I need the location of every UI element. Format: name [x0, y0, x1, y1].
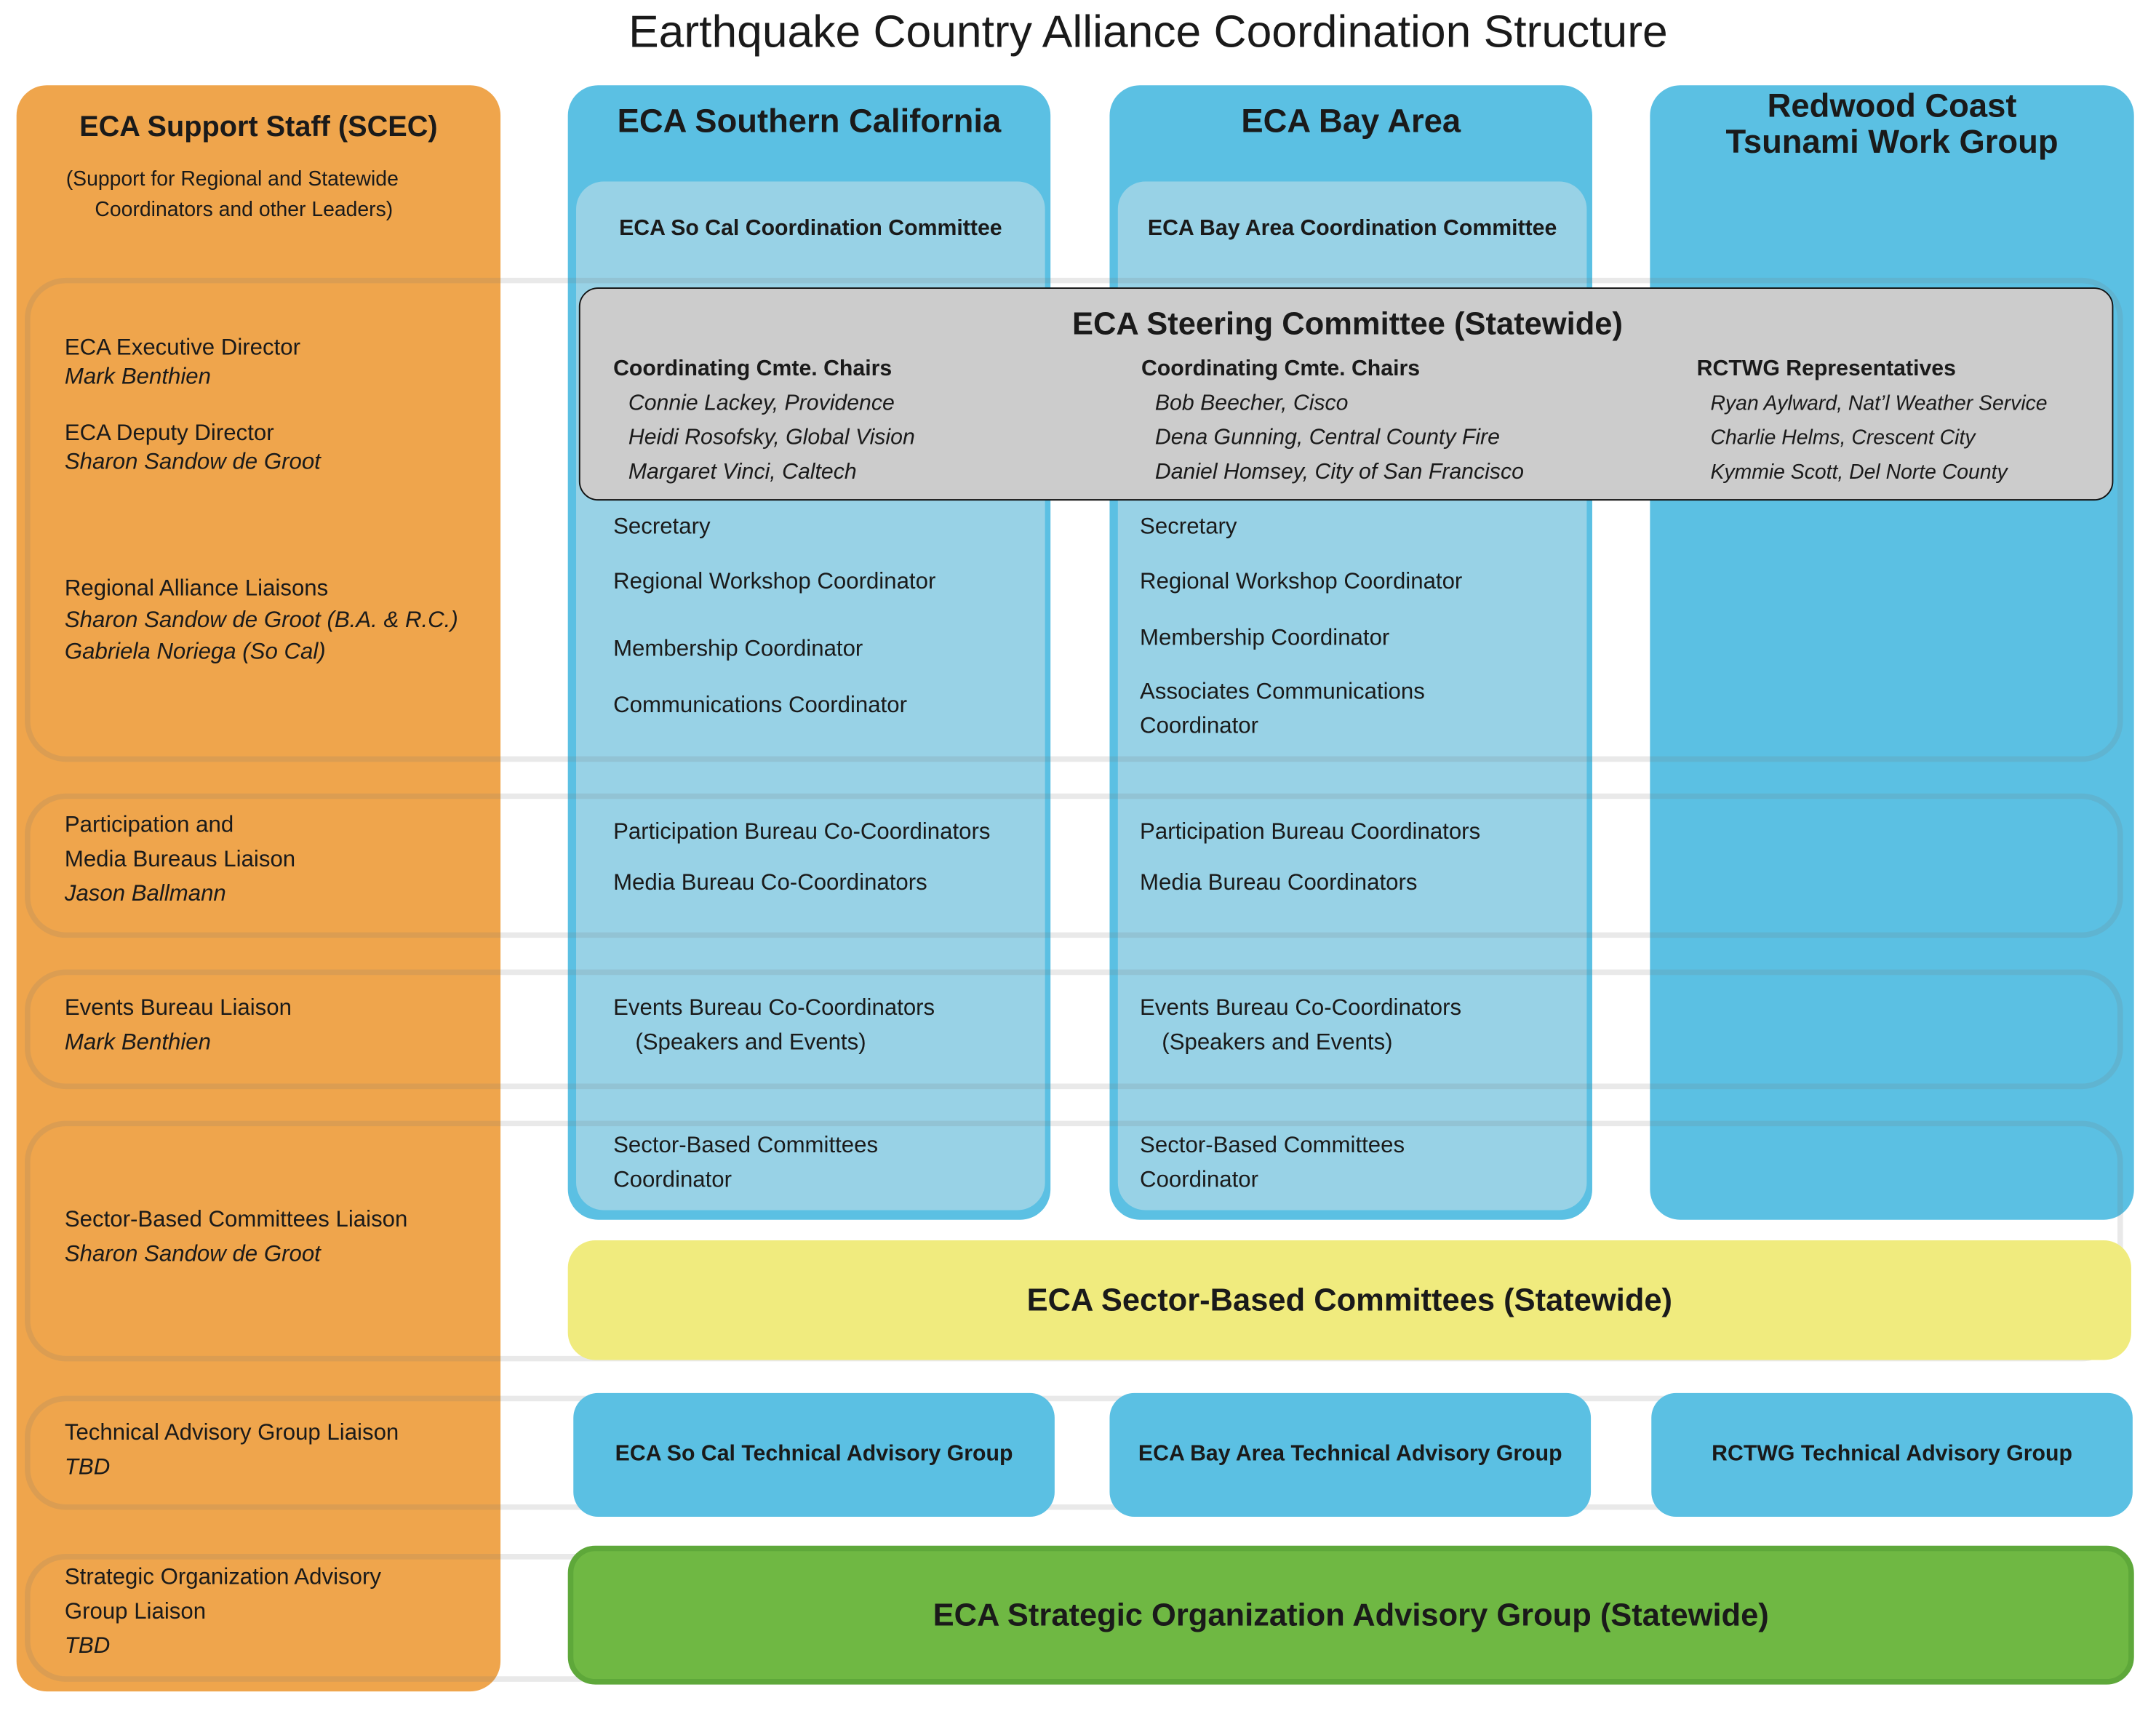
bay-role: Associates Communications [1140, 679, 1425, 704]
socal-role: Coordinator [613, 1167, 732, 1192]
socal-committee-heading: ECA So Cal Coordination Committee [619, 217, 1002, 241]
role-person: Mark Benthien [64, 1029, 211, 1055]
steering-member: Daniel Homsey, City of San Francisco [1154, 460, 1524, 484]
socal-heading: ECA Southern California [617, 103, 1002, 140]
role-person: Sharon Sandow de Groot (B.A. & R.C.) [64, 607, 458, 633]
steering-group-label: RCTWG Representatives [1696, 357, 1956, 381]
row-band-events [25, 969, 2123, 1090]
role-title: Regional Alliance Liaisons [64, 576, 329, 602]
socal-role: (Speakers and Events) [635, 1029, 866, 1055]
role-title: ECA Deputy Director [64, 420, 274, 446]
role-title: Media Bureaus Liaison [64, 847, 296, 872]
steering-group-label: Coordinating Cmte. Chairs [1141, 357, 1421, 381]
steering-heading: ECA Steering Committee (Statewide) [1072, 305, 1623, 341]
steering-group-label: Coordinating Cmte. Chairs [613, 357, 893, 381]
steering-member: Bob Beecher, Cisco [1154, 391, 1349, 415]
steering-member: Kymmie Scott, Del Norte County [1710, 460, 2008, 484]
bay-technical-advisory-group: ECA Bay Area Technical Advisory Group [1109, 1392, 1592, 1517]
steering-member: Dena Gunning, Central County Fire [1154, 426, 1500, 450]
rctwg-technical-advisory-group: RCTWG Technical Advisory Group [1651, 1392, 2133, 1517]
role-title: ECA Executive Director [64, 335, 301, 361]
role-title: Strategic Organization Advisory [64, 1565, 381, 1590]
role-title: Group Liaison [64, 1599, 207, 1624]
role-title: Sector-Based Committees Liaison [64, 1207, 408, 1232]
bay-role: Coordinator [1140, 714, 1259, 739]
support-staff-column [16, 85, 501, 1692]
row-band-bureaus [25, 793, 2123, 938]
rctwg-heading: Tsunami Work Group [1725, 124, 2059, 161]
bay-role: Regional Workshop Coordinator [1140, 569, 1463, 594]
bay-role: Secretary [1140, 514, 1237, 539]
support-staff-subtitle: Coordinators and other Leaders) [95, 198, 394, 222]
sector-committees-box: ECA Sector-Based Committees (Statewide) [567, 1240, 2131, 1360]
bay-role: Events Bureau Co-Coordinators [1140, 995, 1462, 1021]
role-title: Participation and [64, 813, 234, 838]
socal-role: Sector-Based Committees [613, 1133, 879, 1158]
role-title: Events Bureau Liaison [64, 995, 292, 1021]
socal-role: Media Bureau Co-Coordinators [613, 870, 927, 896]
bay-role: Participation Bureau Coordinators [1140, 819, 1481, 845]
role-person: Sharon Sandow de Groot [64, 1241, 321, 1267]
bay-role: Coordinator [1140, 1167, 1259, 1192]
rctwg-heading: Redwood Coast [1767, 87, 2017, 126]
role-person: Sharon Sandow de Groot [64, 450, 321, 475]
socal-role: Regional Workshop Coordinator [613, 569, 936, 594]
steering-member: Charlie Helms, Crescent City [1710, 426, 1976, 450]
bay-role: Membership Coordinator [1140, 626, 1390, 651]
steering-member: Ryan Aylward, Nat’l Weather Service [1710, 391, 2048, 415]
socal-role: Membership Coordinator [613, 637, 863, 662]
bay-role: Sector-Based Committees [1140, 1133, 1405, 1158]
role-person: Jason Ballmann [64, 881, 226, 906]
bay-role: Media Bureau Coordinators [1140, 870, 1418, 896]
steering-member: Connie Lackey, Providence [628, 391, 895, 415]
row-band-leadership [25, 277, 2123, 762]
steering-committee-box: ECA Steering Committee (Statewide) Coord… [578, 287, 2114, 501]
socal-role: Communications Coordinator [613, 693, 908, 718]
strategic-advisory-group-box: ECA Strategic Organization Advisory Grou… [567, 1545, 2134, 1685]
role-person: Mark Benthien [64, 364, 211, 389]
page-title: Earthquake Country Alliance Coordination… [628, 5, 1668, 57]
role-person: Gabriela Noriega (So Cal) [64, 639, 326, 665]
socal-role: Participation Bureau Co-Coordinators [613, 819, 991, 845]
role-person: TBD [64, 1454, 111, 1480]
bay-area-heading: ECA Bay Area [1241, 103, 1461, 140]
socal-role: Events Bureau Co-Coordinators [613, 995, 935, 1021]
bay-role: (Speakers and Events) [1162, 1029, 1393, 1055]
support-staff-heading: ECA Support Staff (SCEC) [79, 111, 438, 143]
socal-technical-advisory-group: ECA So Cal Technical Advisory Group [573, 1392, 1055, 1517]
support-staff-subtitle: (Support for Regional and Statewide [65, 167, 399, 191]
steering-member: Margaret Vinci, Caltech [628, 460, 857, 484]
socal-role: Secretary [613, 514, 711, 539]
role-person: TBD [64, 1633, 111, 1659]
rctwg-column [1650, 85, 2134, 1220]
steering-member: Heidi Rosofsky, Global Vision [628, 426, 915, 450]
role-title: Technical Advisory Group Liaison [64, 1420, 399, 1445]
bay-committee-heading: ECA Bay Area Coordination Committee [1147, 217, 1557, 241]
